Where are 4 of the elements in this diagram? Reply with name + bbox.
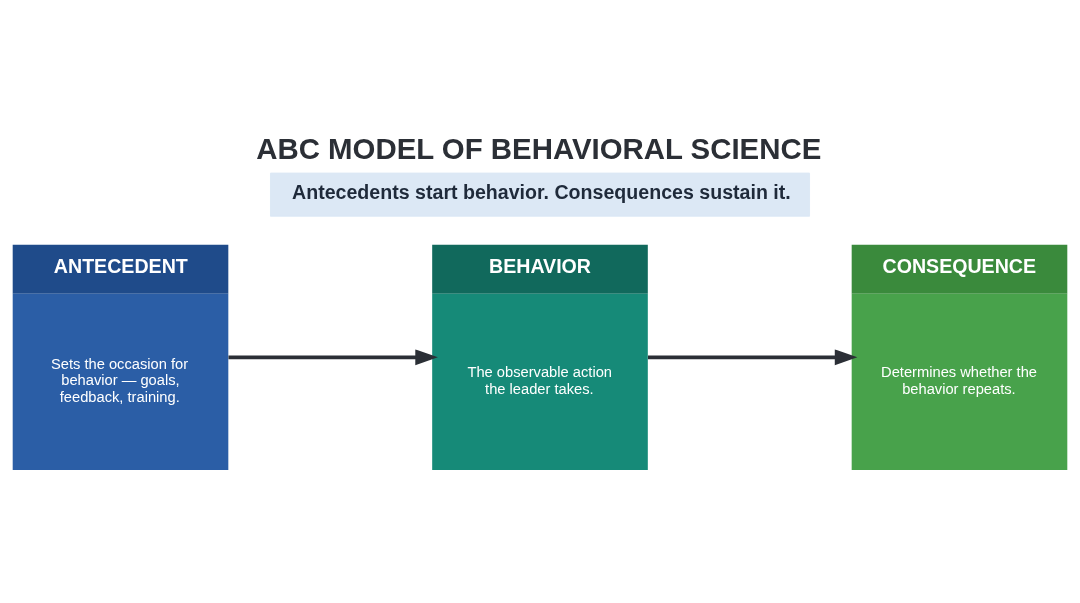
arrow [647, 349, 858, 366]
label: Antecedents start behavior. Consequences sustain it. [292, 180, 791, 203]
diagram-title: ABC MODEL OF BEHAVIORAL SCIENCE [256, 132, 822, 166]
arrow [228, 349, 438, 366]
